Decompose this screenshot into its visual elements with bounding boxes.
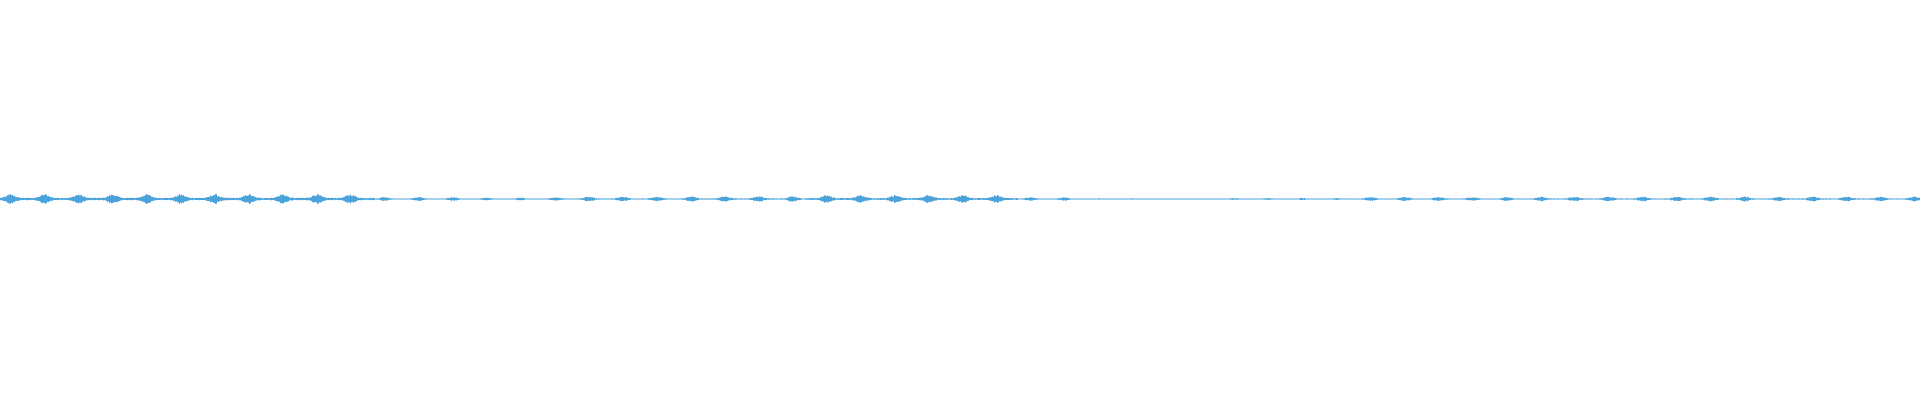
waveform-bars: [0, 193, 1920, 205]
